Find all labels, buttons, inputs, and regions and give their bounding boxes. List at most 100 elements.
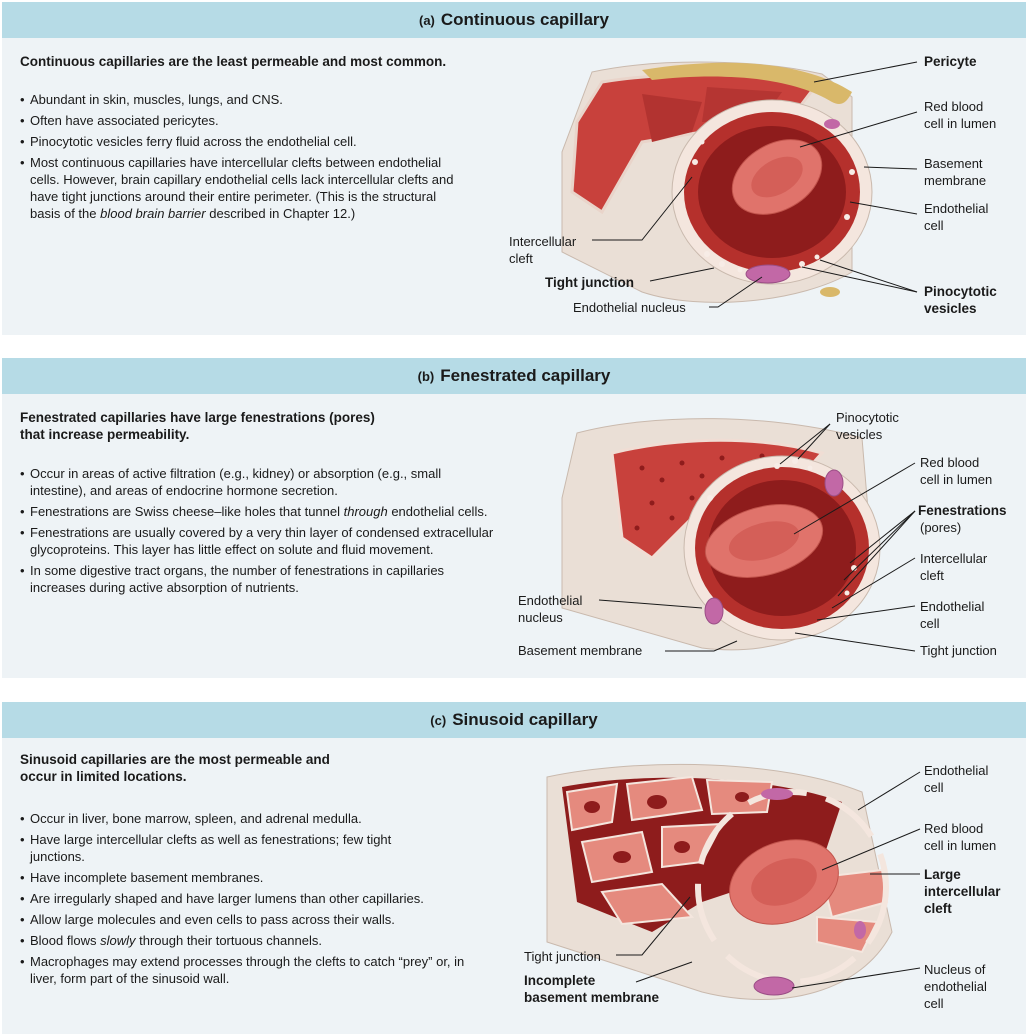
label-pericyte: Pericyte — [924, 54, 977, 69]
leader-line — [592, 176, 693, 241]
leader-line — [857, 771, 921, 811]
leader-line — [819, 259, 918, 293]
panel-header: (c) Sinusoid capillary — [2, 702, 1026, 738]
panel-fenestrated-capillary: (b) Fenestrated capillary Fenestrated ca… — [2, 358, 1026, 678]
panel-title: Continuous capillary — [440, 10, 610, 29]
leader-line — [831, 557, 916, 609]
panel-letter: (c) — [430, 712, 447, 728]
leader-line — [791, 967, 921, 989]
fenestrated-capillary-illustration: Pinocytotic vesicles Red blood cell in l… — [518, 410, 1007, 658]
panel-intro: Fenestrated capillaries have large fenes… — [20, 409, 500, 443]
label-incomplete-basement-membrane: Incomplete — [524, 973, 596, 988]
label-endothelial-cell: cell — [924, 780, 944, 795]
label-endothelial-cell: cell — [920, 616, 940, 631]
bullet-item: Have large intercellular clefts as well … — [20, 831, 410, 865]
bullet-italic: slowly — [100, 933, 136, 948]
bullet-text: Blood flows — [30, 933, 101, 948]
label-pinocytotic-vesicles: vesicles — [836, 427, 883, 442]
leader-line — [821, 828, 921, 871]
label-nucleus-of-endothelial-cell: cell — [924, 996, 944, 1011]
bullet-item: Pinocytotic vesicles ferry fluid across … — [20, 133, 460, 150]
endothelial-nucleus-shape — [745, 264, 791, 284]
label-tight-junction: Tight junction — [524, 949, 601, 964]
endothelial-nucleus-shape — [761, 788, 793, 800]
label-rbc: Red blood — [924, 821, 983, 836]
label-endothelial-cell: Endothelial — [924, 201, 988, 216]
panel-letter: (b) — [417, 368, 435, 384]
label-intercellular-cleft: cleft — [509, 251, 533, 266]
label-endothelial-nucleus: nucleus — [518, 610, 563, 625]
pericyte-nucleus-shape — [824, 119, 840, 129]
bullet-text: described in Chapter 12.) — [205, 206, 356, 221]
leader-line — [849, 510, 916, 564]
bullet-text: Most continuous capillaries have interce… — [30, 155, 454, 221]
panel-header: (a) Continuous capillary — [2, 2, 1026, 38]
bullet-item: Allow large molecules and even cells to … — [20, 911, 500, 928]
bullet-item: Macrophages may extend processes through… — [20, 953, 470, 987]
bullet-item: Blood flows slowly through their tortuou… — [20, 932, 500, 949]
intro-line: Fenestrated capillaries have large fenes… — [20, 410, 375, 425]
label-basement-membrane: membrane — [924, 173, 986, 188]
label-intercellular-cleft: Intercellular — [509, 234, 577, 249]
endothelial-cell-patch — [642, 94, 702, 142]
label-intercellular-cleft: cleft — [920, 568, 944, 583]
bullet-text: Fenestrations are Swiss cheese–like hole… — [30, 504, 344, 519]
leader-line — [843, 510, 916, 581]
intro-line: that increase permeability. — [20, 427, 190, 442]
bullet-italic: through — [343, 504, 388, 519]
bullet-item: Fenestrations are Swiss cheese–like hole… — [20, 503, 500, 520]
bullet-item: Abundant in skin, muscles, lungs, and CN… — [20, 91, 460, 108]
bullet-item: Occur in liver, bone marrow, spleen, and… — [20, 810, 500, 827]
panel-intro: Continuous capillaries are the least per… — [20, 54, 447, 69]
bullet-item: Fenestrations are usually covered by a v… — [20, 524, 500, 558]
bullet-item: Are irregularly shaped and have larger l… — [20, 890, 500, 907]
panel-sinusoid-capillary: (c) Sinusoid capillary Sinusoid capillar… — [2, 702, 1026, 1034]
bullet-italic: blood brain barrier — [100, 206, 206, 221]
leader-line — [649, 267, 715, 282]
label-basement-membrane: Basement — [924, 156, 983, 171]
leader-line — [863, 166, 918, 170]
intro-line: occur in limited locations. — [20, 769, 187, 784]
sinusoid-capillary-illustration: Endothelial cell Red blood cell in lumen… — [524, 763, 1001, 1011]
leader-line — [779, 423, 831, 465]
label-rbc: Red blood — [920, 455, 979, 470]
label-tight-junction: Tight junction — [920, 643, 997, 658]
label-endothelial-nucleus: Endothelial nucleus — [573, 300, 686, 315]
pericyte-shape — [820, 287, 840, 297]
label-nucleus-of-endothelial-cell: Nucleus of — [924, 962, 986, 977]
leader-line — [794, 632, 916, 652]
fenestrations — [634, 453, 765, 531]
pinocytotic-vesicles — [692, 139, 855, 273]
leader-line — [797, 423, 831, 460]
label-tight-junction: Tight junction — [545, 275, 634, 290]
panel-continuous-capillary: (a) Continuous capillary Continuous capi… — [2, 2, 1026, 335]
intro-line: Sinusoid capillaries are the most permea… — [20, 752, 330, 767]
label-basement-membrane: Basement membrane — [518, 643, 642, 658]
pinocytotic-vesicles — [707, 458, 857, 596]
leader-line — [709, 276, 763, 308]
leader-line — [635, 961, 693, 983]
panel-title: Fenestrated capillary — [440, 366, 611, 385]
panel-header: (b) Fenestrated capillary — [2, 358, 1026, 394]
panel-title: Sinusoid capillary — [452, 710, 598, 729]
label-rbc: Red blood — [924, 99, 983, 114]
leader-line — [793, 462, 916, 535]
label-pinocytotic-vesicles: Pinocytotic — [924, 284, 997, 299]
red-blood-cell — [729, 839, 839, 925]
label-rbc: cell in lumen — [924, 838, 996, 853]
red-blood-cell — [704, 504, 824, 578]
label-fenestrations: Fenestrations — [918, 503, 1007, 518]
bullet-text: through their tortuous channels. — [135, 933, 322, 948]
pericyte-shape — [642, 62, 852, 104]
red-blood-cell — [731, 139, 823, 215]
label-incomplete-basement-membrane: basement membrane — [524, 990, 660, 1005]
panel-letter: (a) — [418, 12, 435, 28]
label-rbc: cell in lumen — [924, 116, 996, 131]
bullet-item: Often have associated pericytes. — [20, 112, 460, 129]
label-intercellular-cleft: Intercellular — [920, 551, 988, 566]
leader-line — [849, 201, 918, 215]
endothelial-nucleus-shape — [854, 921, 866, 939]
leader-line — [598, 599, 703, 609]
endothelial-nucleus-shape — [753, 976, 795, 996]
endothelial-nucleus-shape — [824, 469, 844, 497]
